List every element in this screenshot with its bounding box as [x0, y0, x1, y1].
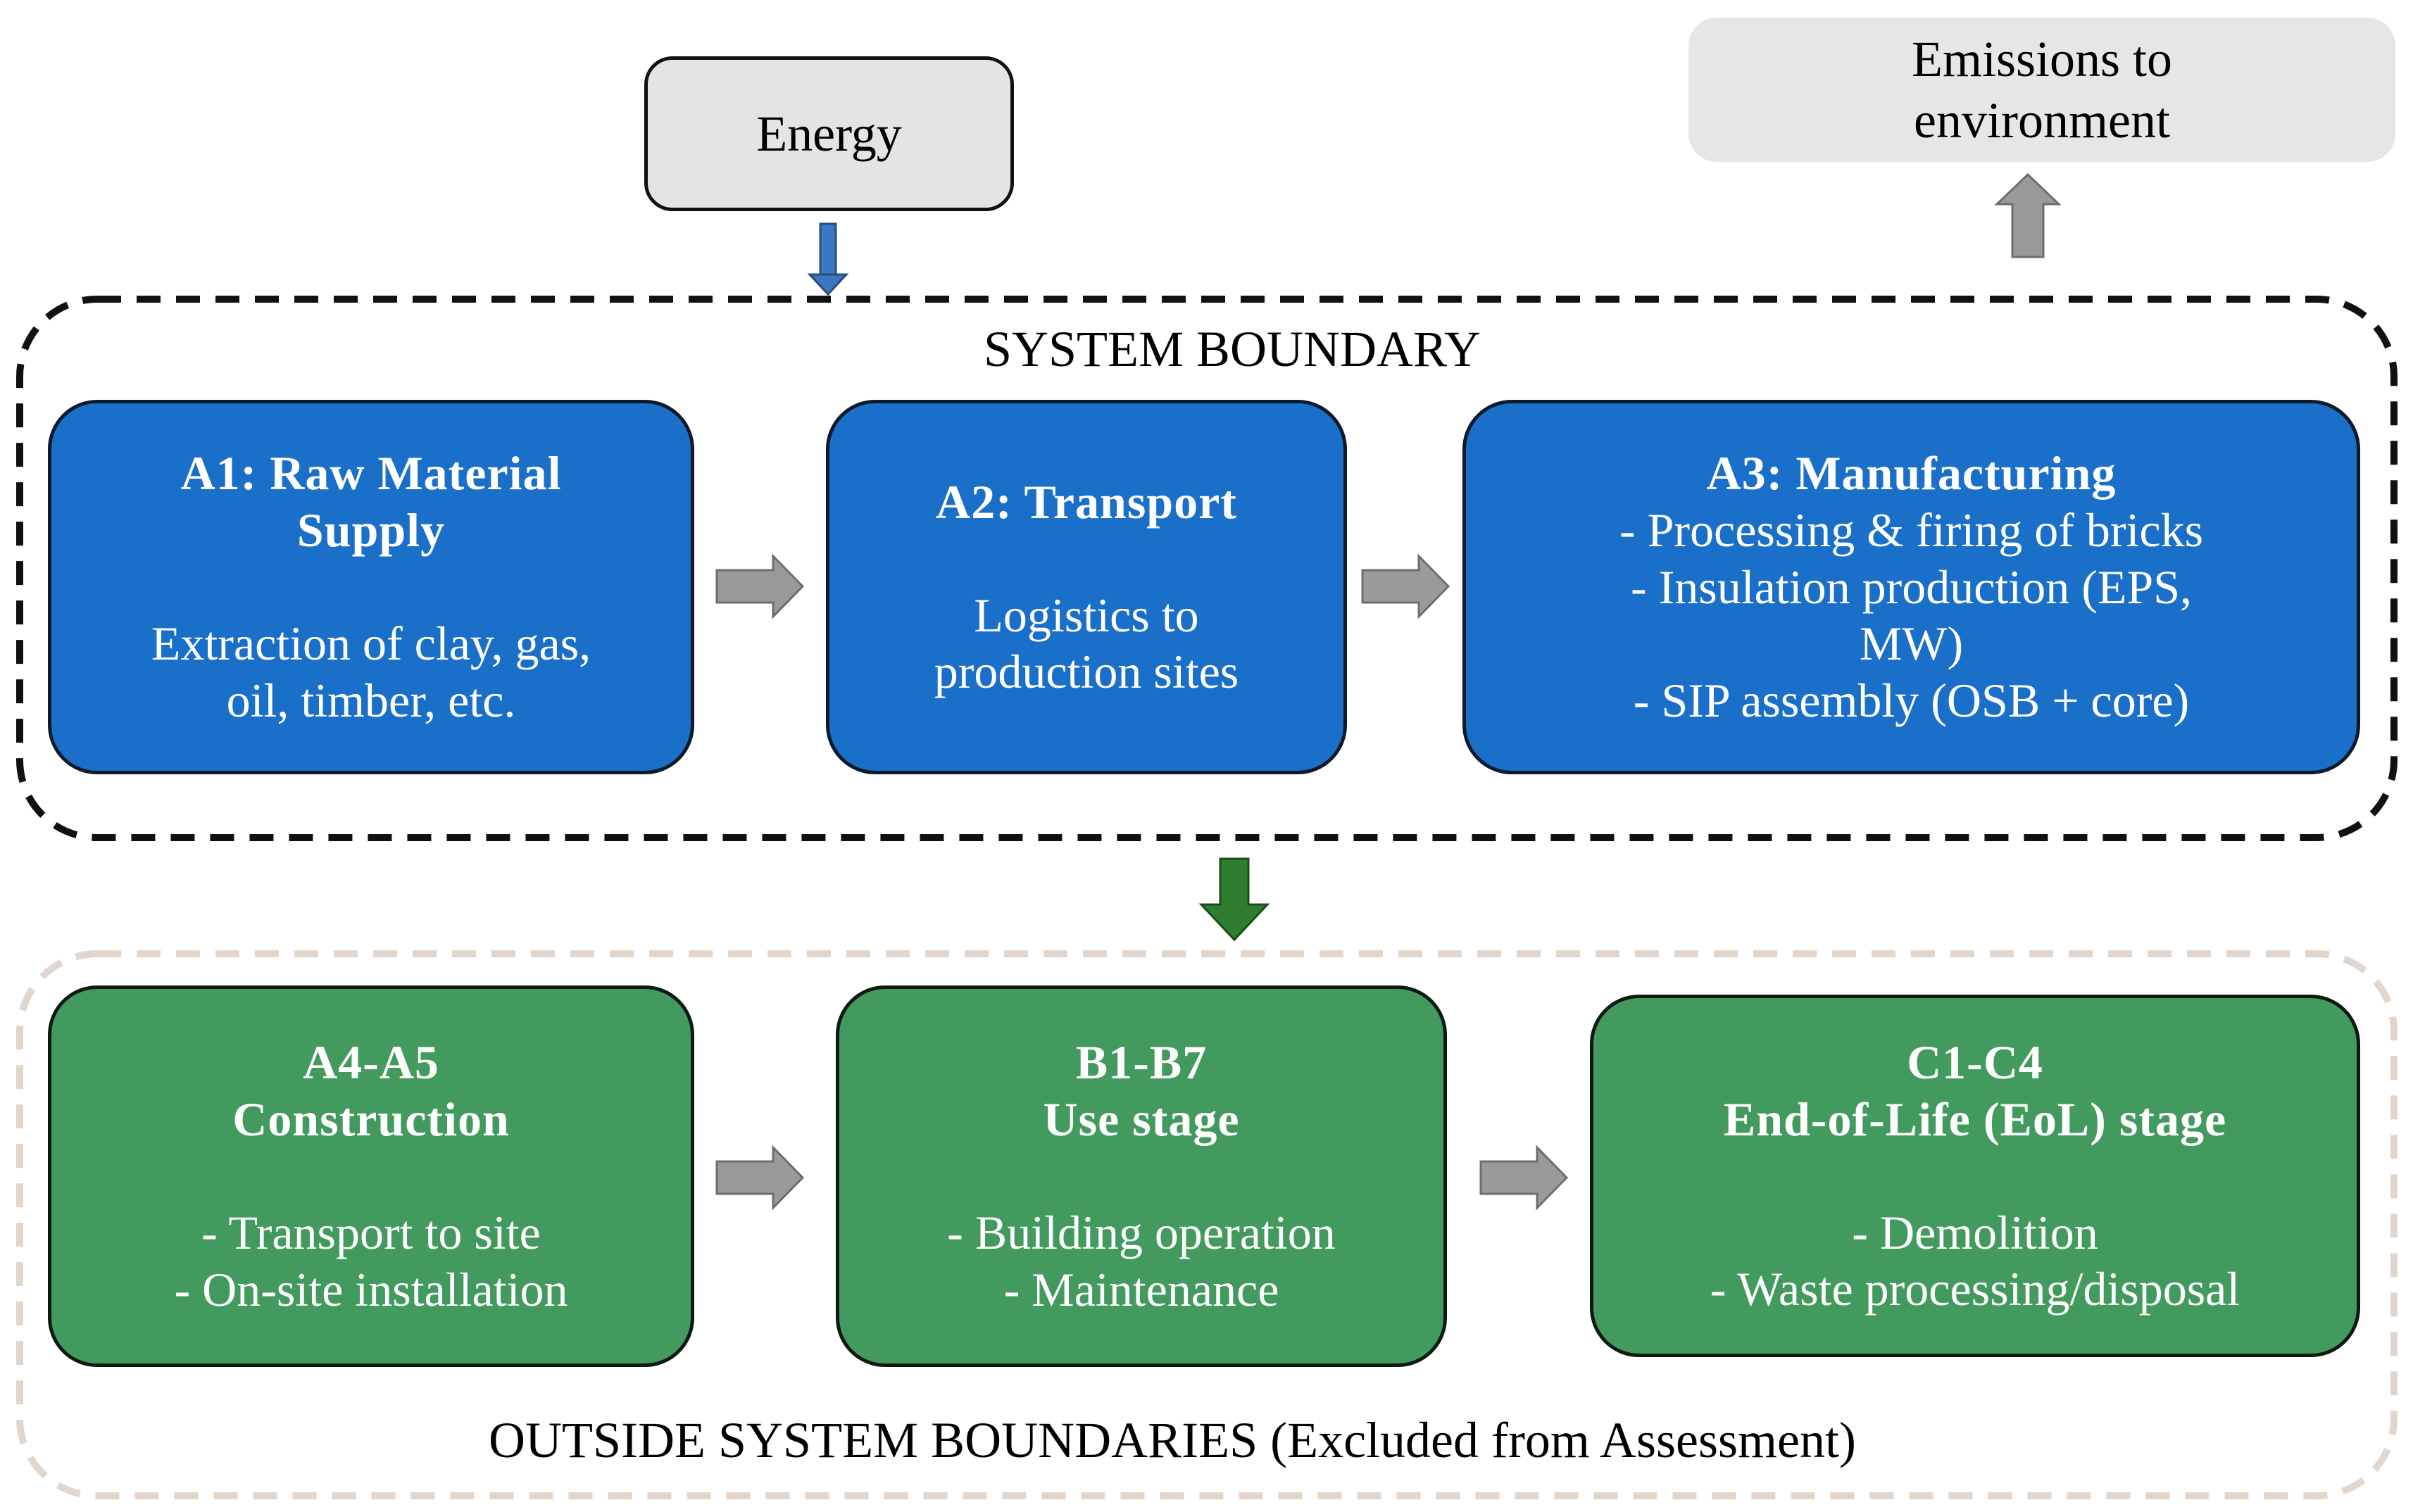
stage-c1c4-title-line2: End-of-Life (EoL) stage [1723, 1092, 2227, 1146]
stage-a3-detail-line3: MW) [1859, 617, 1964, 671]
stage-a3-detail-line1: - Processing & firing of bricks [1619, 503, 2204, 557]
energy-box: Energy [644, 56, 1014, 211]
stage-c1c4-detail-line2: - Waste processing/disposal [1710, 1262, 2240, 1316]
stage-b1b7-detail-line2: - Maintenance [1003, 1262, 1279, 1316]
stage-b1b7-title-line2: Use stage [1043, 1092, 1240, 1147]
stage-b1b7-title-line1: B1-B7 [1075, 1035, 1208, 1090]
stage-a3-detail-line4: - SIP assembly (OSB + core) [1633, 674, 2190, 728]
energy-arrow [807, 222, 849, 296]
stage-c1c4-detail-line1: - Demolition [1852, 1205, 2098, 1259]
arrow-a4a5-to-b1b7 [715, 1145, 805, 1211]
stage-c1-c4-end-of-life: C1-C4 End-of-Life (EoL) stage - Demoliti… [1590, 995, 2360, 1357]
emissions-label-line1: Emissions to [1911, 31, 2173, 88]
emissions-box: Emissions to environment [1688, 18, 2395, 162]
stage-b1-b7-use: B1-B7 Use stage - Building operation - M… [836, 985, 1447, 1367]
stage-a2-detail-line1: Logistics to [974, 588, 1199, 642]
stage-a2-transport: A2: Transport Logistics to production si… [826, 400, 1347, 774]
stage-a3-detail-line2: - Insulation production (EPS, [1630, 560, 2193, 614]
stage-b1b7-detail-line1: - Building operation [947, 1206, 1336, 1259]
stage-a2-title: A2: Transport [936, 474, 1237, 529]
emissions-arrow [1994, 172, 2062, 258]
arrow-a1-to-a2 [715, 553, 805, 619]
stage-a3-manufacturing: A3: Manufacturing - Processing & firing … [1462, 400, 2360, 774]
outside-boundary-label: OUTSIDE SYSTEM BOUNDARIES (Excluded from… [489, 1412, 1856, 1468]
emissions-label-line2: environment [1914, 92, 2170, 149]
stage-a1-detail-line1: Extraction of clay, gas, [151, 617, 591, 670]
stage-c1c4-title-line1: C1-C4 [1907, 1035, 2043, 1089]
system-boundary-frame [16, 296, 2398, 841]
flow-down-arrow [1198, 857, 1270, 942]
arrow-b1b7-to-c1c4 [1479, 1145, 1569, 1211]
stage-a1-title-line2: Supply [296, 503, 446, 557]
stage-a2-detail-line2: production sites [934, 645, 1239, 699]
stage-a1-title-line1: A1: Raw Material [180, 446, 562, 500]
system-boundary-label: SYSTEM BOUNDARY [983, 321, 1481, 377]
energy-label: Energy [756, 105, 902, 162]
arrow-a2-to-a3 [1361, 553, 1450, 619]
stage-a4a5-detail-line1: - Transport to site [201, 1206, 541, 1259]
outside-boundary-frame [16, 950, 2398, 1499]
stage-a4a5-title-line1: A4-A5 [303, 1035, 439, 1090]
stage-a1-raw-material-supply: A1: Raw Material Supply Extraction of cl… [48, 400, 694, 774]
stage-a3-title: A3: Manufacturing [1706, 446, 2117, 500]
stage-a4a5-detail-line2: - On-site installation [174, 1262, 568, 1316]
stage-a4a5-title-line2: Construction [232, 1092, 510, 1147]
stage-a4-a5-construction: A4-A5 Construction - Transport to site -… [48, 985, 694, 1367]
stage-a1-detail-line2: oil, timber, etc. [226, 673, 516, 727]
